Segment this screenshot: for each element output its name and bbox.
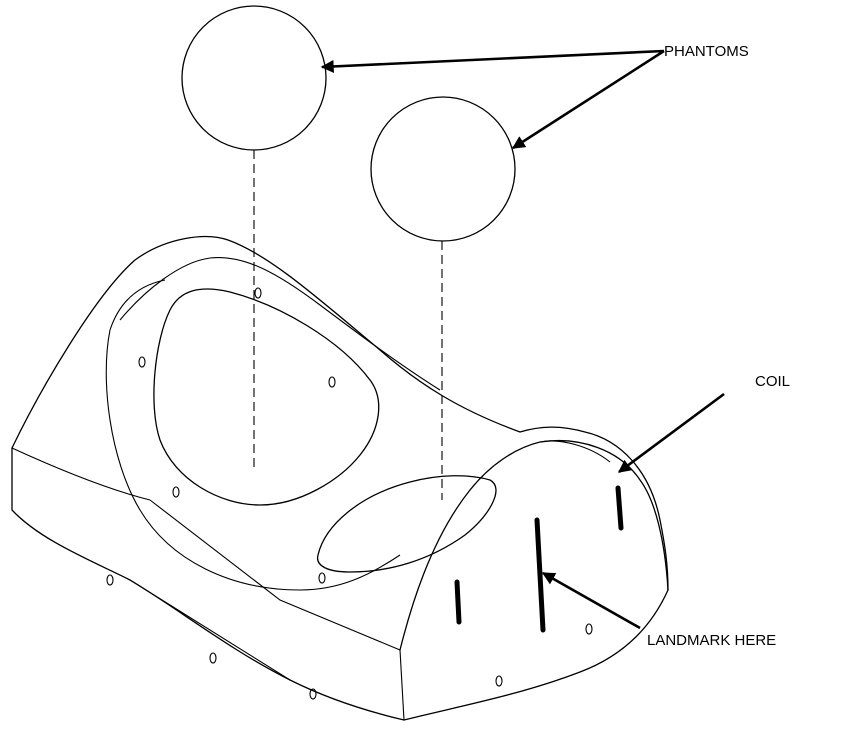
phantoms-arrow-right xyxy=(511,49,665,150)
landmark-arrow xyxy=(541,571,641,630)
phantoms-label: PHANTOMS xyxy=(664,43,749,60)
coil-arrow xyxy=(617,392,725,474)
landmark-bar-left xyxy=(454,579,462,625)
phantom-sphere-left xyxy=(181,5,327,151)
coil-body xyxy=(11,235,669,721)
coil-label: COIL xyxy=(755,373,791,390)
landmark-label: LANDMARK HERE xyxy=(647,632,777,649)
phantoms-arrow-left xyxy=(320,49,665,73)
landmark-bar-center xyxy=(534,517,546,633)
landmark-bar-right xyxy=(615,485,624,531)
phantom-sphere-right xyxy=(370,96,516,242)
